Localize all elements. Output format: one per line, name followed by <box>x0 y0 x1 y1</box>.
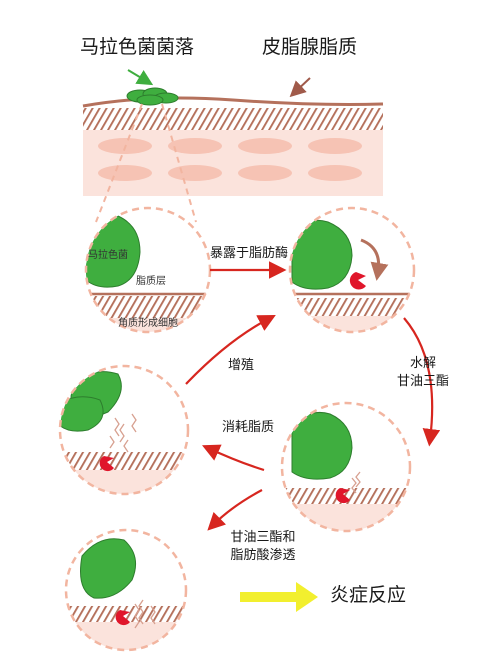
label-keratinocytes: 角质形成细胞 <box>118 318 178 329</box>
label-malassezia: 马拉色菌 <box>88 250 128 261</box>
lipase-enzyme <box>99 456 114 472</box>
malassezia-cell <box>80 538 137 599</box>
sebum-surface-line <box>82 96 384 108</box>
label-lipid-layer: 脂质层 <box>136 276 166 287</box>
label-inflammation: 炎症反应 <box>330 584 407 606</box>
zoom-guides <box>95 103 197 223</box>
lipase-enzyme <box>335 488 350 504</box>
label-consume-lipids: 消耗脂质 <box>222 420 275 435</box>
stage-circle-penetration <box>64 528 188 652</box>
sebum-pointer-arrow <box>289 77 311 98</box>
arrow-consume <box>202 444 265 472</box>
arrow-proliferation <box>185 314 276 385</box>
lipase-enzyme <box>115 610 130 626</box>
lipase-enzyme <box>349 272 366 290</box>
label-exposed-lipase: 暴露于脂肪酶 <box>210 246 289 261</box>
arrow-penetration <box>207 489 263 531</box>
released-fatty-acids <box>351 471 361 494</box>
top-colony <box>126 87 179 106</box>
label-penetration-line2: 脂肪酸渗透 <box>230 548 296 563</box>
keratinocyte-cells <box>98 138 362 181</box>
malassezia-cell-bud-b <box>60 396 104 432</box>
label-proliferation: 增殖 <box>228 358 255 373</box>
label-hydrolysis-line1: 水解 <box>409 356 436 371</box>
stage-circle-lipase <box>288 206 416 334</box>
label-hydrolysis-line2: 甘油三酯 <box>396 374 449 389</box>
released-fatty-acids <box>109 413 137 453</box>
label-sebum: 皮脂腺脂质 <box>262 36 358 58</box>
stage-circle-consumption <box>280 401 412 533</box>
stage-circle-proliferation <box>58 364 190 496</box>
malassezia-cell <box>291 219 353 290</box>
malassezia-cell <box>291 411 353 480</box>
process-arrows <box>185 261 441 531</box>
lipase-release-arrow <box>360 238 389 281</box>
penetrating-fatty-acids <box>134 599 156 629</box>
skin-section <box>82 69 384 196</box>
inflammation-arrow <box>240 582 318 612</box>
label-malassezia-colony: 马拉色菌菌落 <box>80 36 195 58</box>
arrow-to-hydrolysis <box>403 317 441 447</box>
stratum-corneum-hatch <box>83 108 383 130</box>
colony-pointer-arrow <box>127 69 154 86</box>
label-penetration-line1: 甘油三酯和 <box>230 530 296 545</box>
